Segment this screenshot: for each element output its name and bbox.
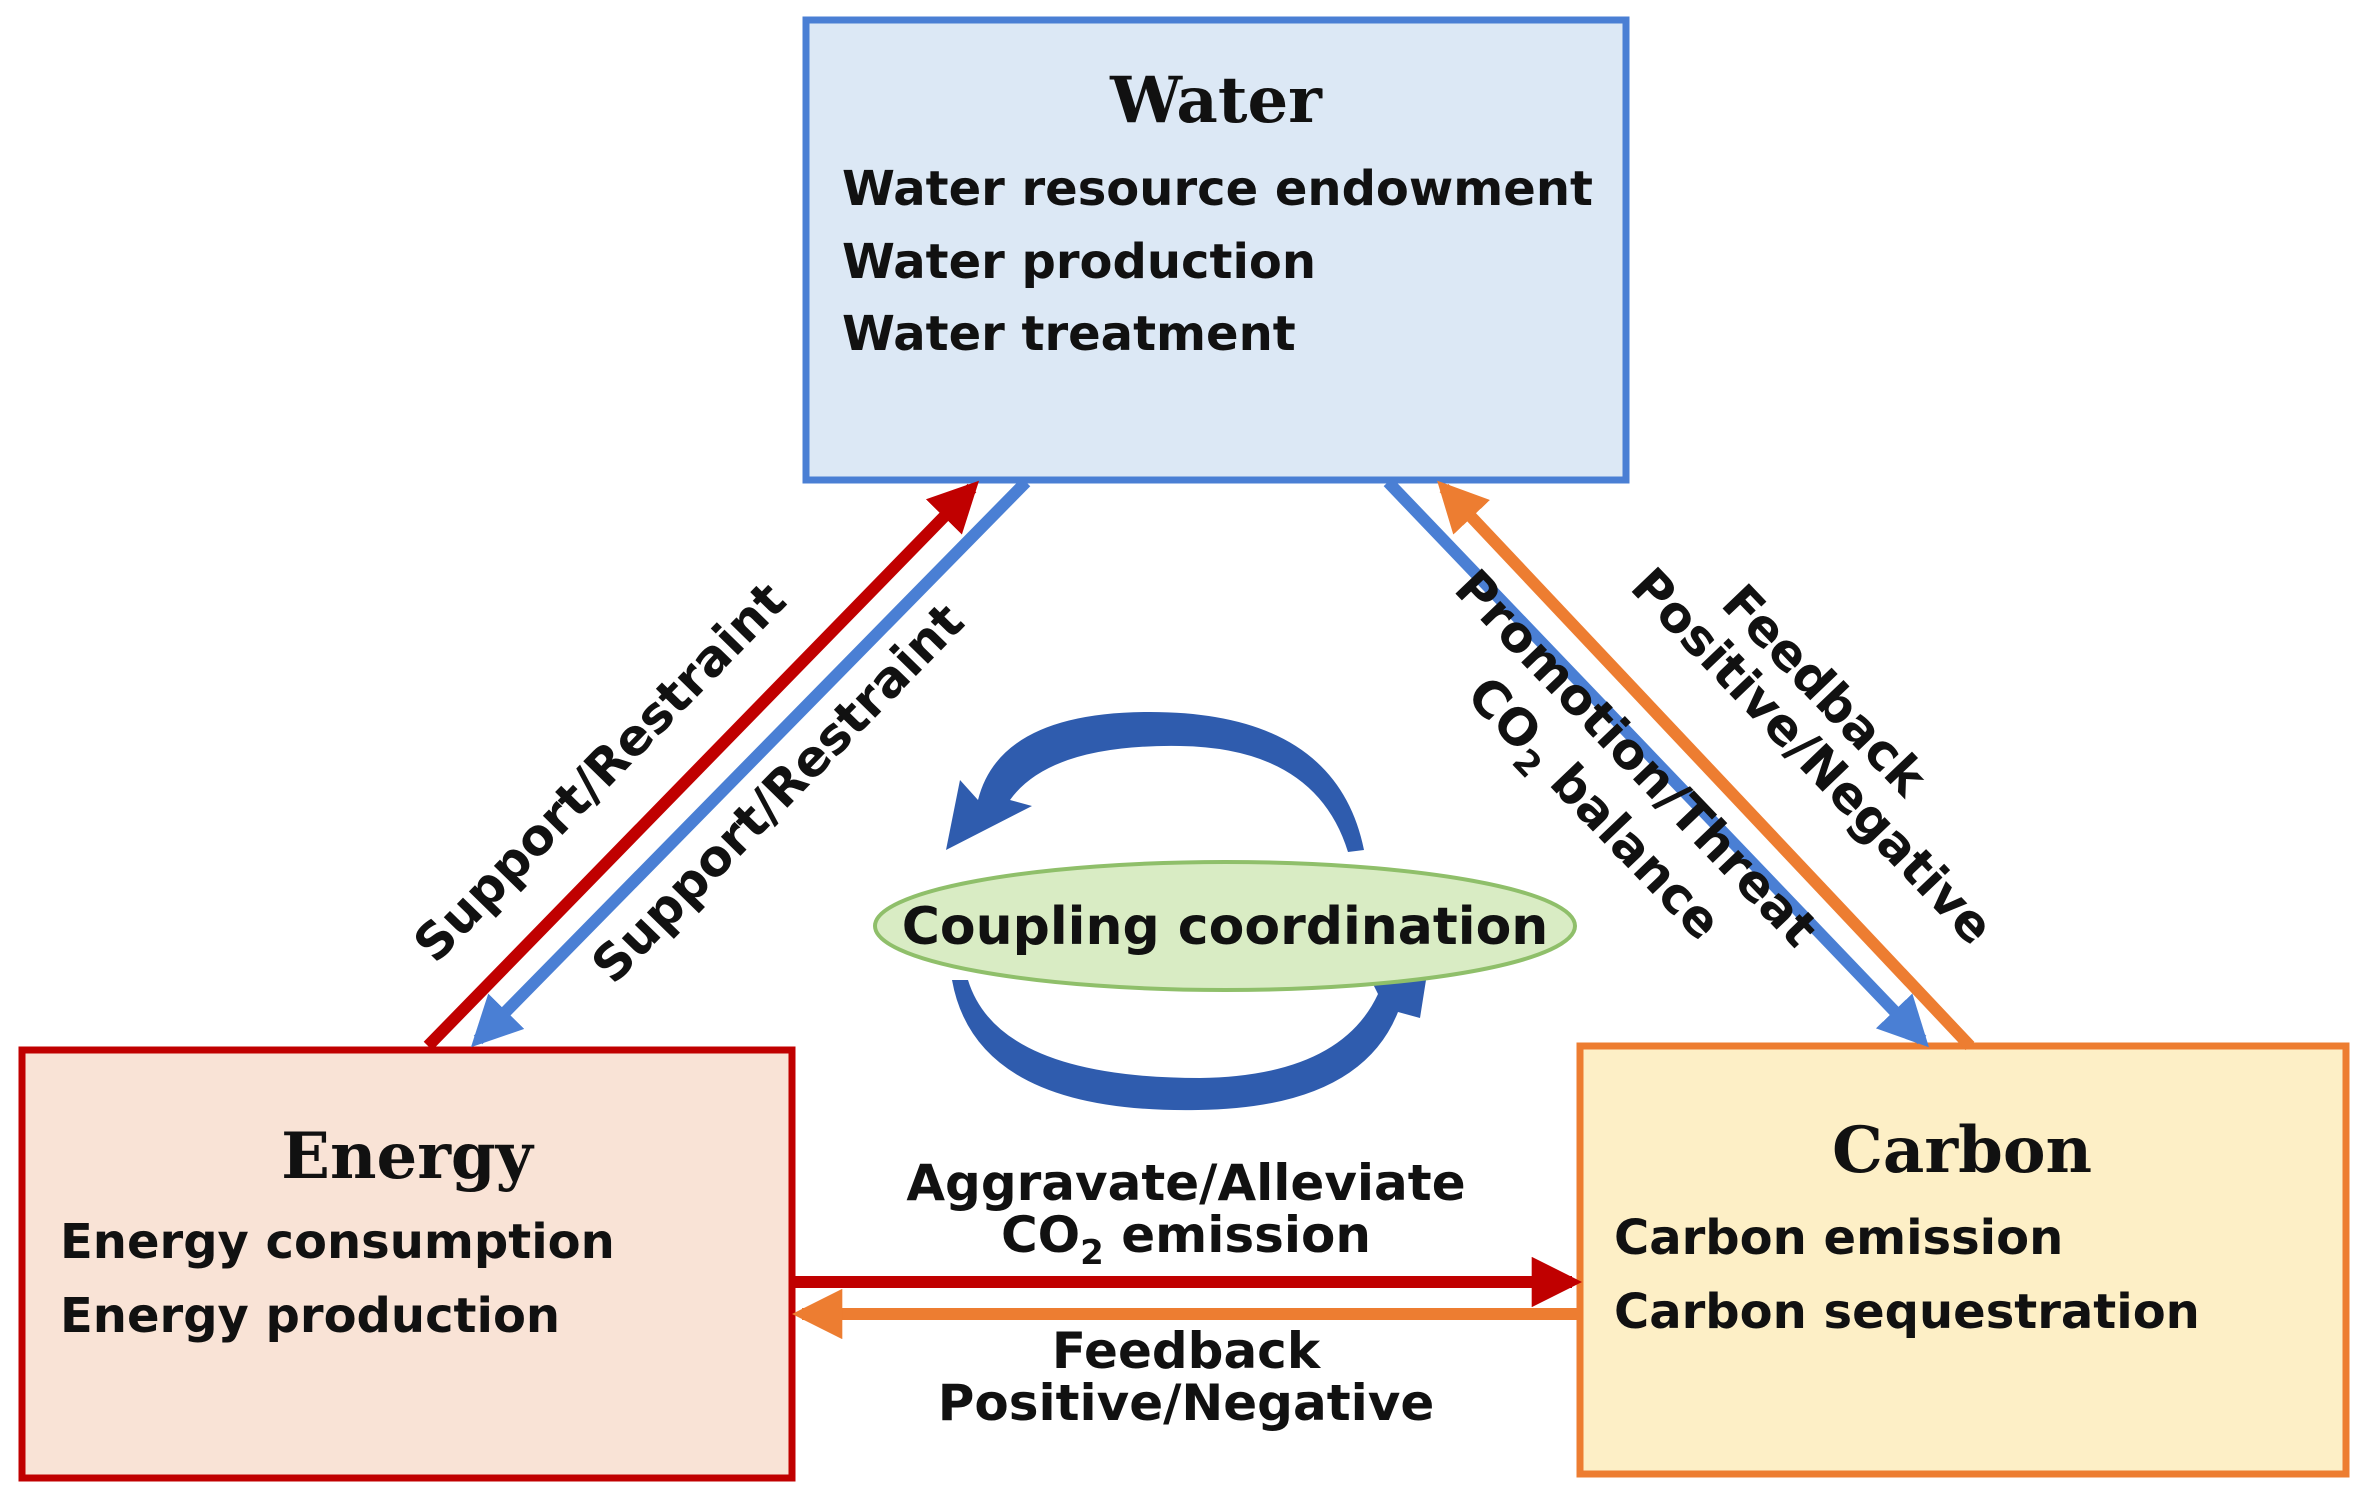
label-energy-to-carbon-2: CO2 emission	[1001, 1206, 1371, 1273]
energy-title: Energy	[281, 1119, 535, 1194]
coupling-label: Coupling coordination	[902, 897, 1549, 957]
energy-box: Energy Energy consumption Energy product…	[18, 1046, 796, 1482]
label-energy-to-carbon-2-sub: 2	[1080, 1233, 1104, 1273]
arrow-water-to-carbon	[1383, 477, 1929, 1048]
water-item-treatment: Water treatment	[842, 306, 1296, 362]
arrow-carbon-to-water	[1437, 480, 1975, 1051]
water-title: Water	[1109, 63, 1323, 138]
energy-item-production: Energy production	[60, 1288, 560, 1344]
label-carbon-to-energy-1: Feedback	[1052, 1322, 1322, 1380]
carbon-item-emission: Carbon emission	[1614, 1210, 2063, 1266]
water-box: Water Water resource endowment Water pro…	[802, 16, 1630, 484]
water-item-production: Water production	[842, 234, 1316, 290]
arrow-energy-to-water	[423, 480, 980, 1051]
carbon-item-sequestration: Carbon sequestration	[1614, 1284, 2200, 1340]
carbon-box: Carbon Carbon emission Carbon sequestrat…	[1576, 1042, 2350, 1478]
arrow-water-to-energy	[470, 477, 1031, 1048]
water-box-frame	[802, 16, 1630, 484]
cycle-arrows	[946, 712, 1426, 1111]
water-item-endowment: Water resource endowment	[842, 161, 1593, 217]
cycle-arrow-top	[946, 712, 1364, 852]
energy-box-frame	[18, 1046, 796, 1482]
carbon-title: Carbon	[1832, 1113, 2092, 1188]
label-energy-to-carbon-2-post: emission	[1104, 1206, 1371, 1264]
cycle-arrow-bottom	[952, 962, 1426, 1111]
energy-item-consumption: Energy consumption	[60, 1214, 615, 1270]
label-energy-to-carbon-1: Aggravate/Alleviate	[906, 1154, 1465, 1212]
label-energy-to-carbon-2-pre: CO	[1001, 1206, 1080, 1264]
coupling-ellipse	[873, 860, 1577, 992]
label-carbon-to-energy-2: Positive/Negative	[938, 1374, 1435, 1432]
